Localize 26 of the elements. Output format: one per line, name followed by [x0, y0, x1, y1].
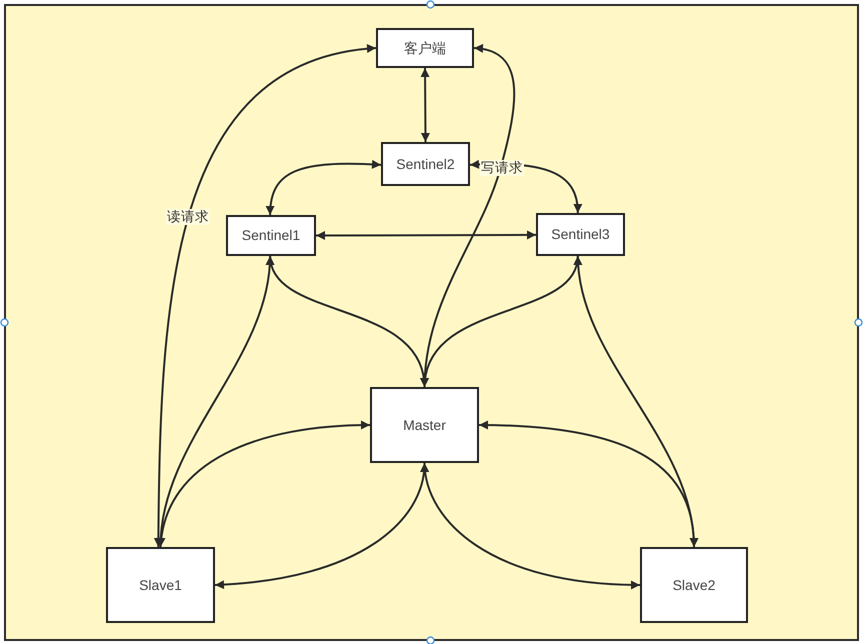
diagram-frame — [4, 4, 859, 641]
node-label: Master — [403, 416, 446, 434]
node-label: 客户端 — [404, 40, 446, 56]
process-box — [226, 215, 316, 256]
double-arrow — [154, 44, 376, 548]
node-label: Slave2 — [672, 576, 716, 594]
node-label: Sentinel1 — [242, 227, 300, 244]
process-box — [381, 142, 470, 186]
edge-label: 写请求 — [480, 160, 524, 176]
double-arrow — [574, 256, 698, 548]
node-label: Sentinel3 — [551, 226, 610, 243]
double-arrow — [266, 160, 382, 216]
double-arrow — [157, 420, 370, 548]
process-box — [106, 547, 215, 623]
double-arrow — [420, 44, 516, 388]
node-label: Sentinel2 — [396, 156, 455, 172]
double-arrow — [420, 68, 430, 142]
process-box — [536, 213, 625, 256]
double-arrow — [156, 256, 274, 548]
double-arrow — [316, 230, 536, 240]
double-arrow — [420, 462, 640, 590]
edge-label: 读请求 — [166, 209, 210, 225]
node-label: Slave1 — [139, 576, 182, 594]
process-box — [640, 547, 748, 623]
process-box — [370, 387, 479, 463]
process-box — [376, 28, 474, 68]
